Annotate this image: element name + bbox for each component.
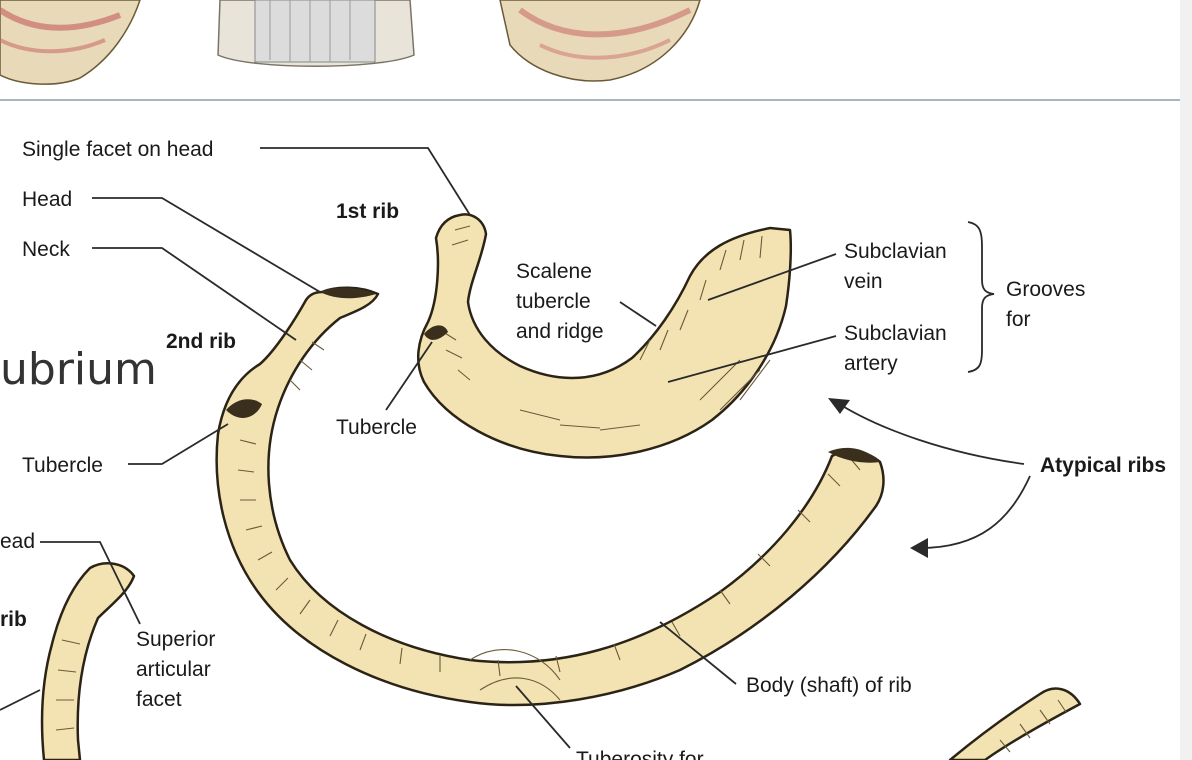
label-subclavian-vein: Subclavian vein bbox=[844, 240, 953, 293]
label-neck: Neck bbox=[22, 238, 70, 261]
vertical-scrollbar[interactable] bbox=[1180, 0, 1192, 760]
label-tubercle-upper: Tubercle bbox=[336, 416, 417, 439]
labels: Single facet on head Head Neck 1st rib 2… bbox=[0, 138, 1166, 760]
label-scalene-tubercle: Scalene tubercle and ridge bbox=[516, 260, 604, 343]
atypical-ribs-arrows bbox=[828, 398, 1031, 558]
label-rib-cut: rib bbox=[0, 608, 27, 631]
label-tuberosity-cut: Tuberosity for bbox=[576, 748, 704, 760]
slide-title-fragment: ubrium bbox=[0, 344, 157, 395]
leader-lines bbox=[0, 147, 995, 749]
label-subclavian-artery: Subclavian artery bbox=[844, 322, 953, 375]
top-right-bone-image bbox=[499, 0, 701, 82]
arrow-head-upper bbox=[828, 398, 850, 414]
arrow-head-lower bbox=[910, 538, 928, 558]
label-body-shaft: Body (shaft) of rib bbox=[746, 674, 912, 697]
lower-left-rib bbox=[40, 562, 136, 760]
label-grooves-for: Grooves for bbox=[1006, 278, 1091, 331]
label-first-rib: 1st rib bbox=[336, 200, 399, 223]
label-head-cut: ead bbox=[0, 530, 35, 553]
label-head: Head bbox=[22, 188, 72, 211]
label-single-facet-on-head: Single facet on head bbox=[22, 138, 213, 161]
lower-right-rib bbox=[948, 687, 1082, 760]
top-illustration-strip bbox=[0, 0, 1192, 101]
label-superior-articular-facet: Superior articular facet bbox=[136, 628, 221, 711]
second-rib bbox=[215, 286, 885, 707]
label-atypical-ribs: Atypical ribs bbox=[1040, 454, 1166, 477]
label-tubercle-left: Tubercle bbox=[22, 454, 103, 477]
first-rib bbox=[417, 213, 793, 459]
label-second-rib: 2nd rib bbox=[166, 330, 236, 353]
